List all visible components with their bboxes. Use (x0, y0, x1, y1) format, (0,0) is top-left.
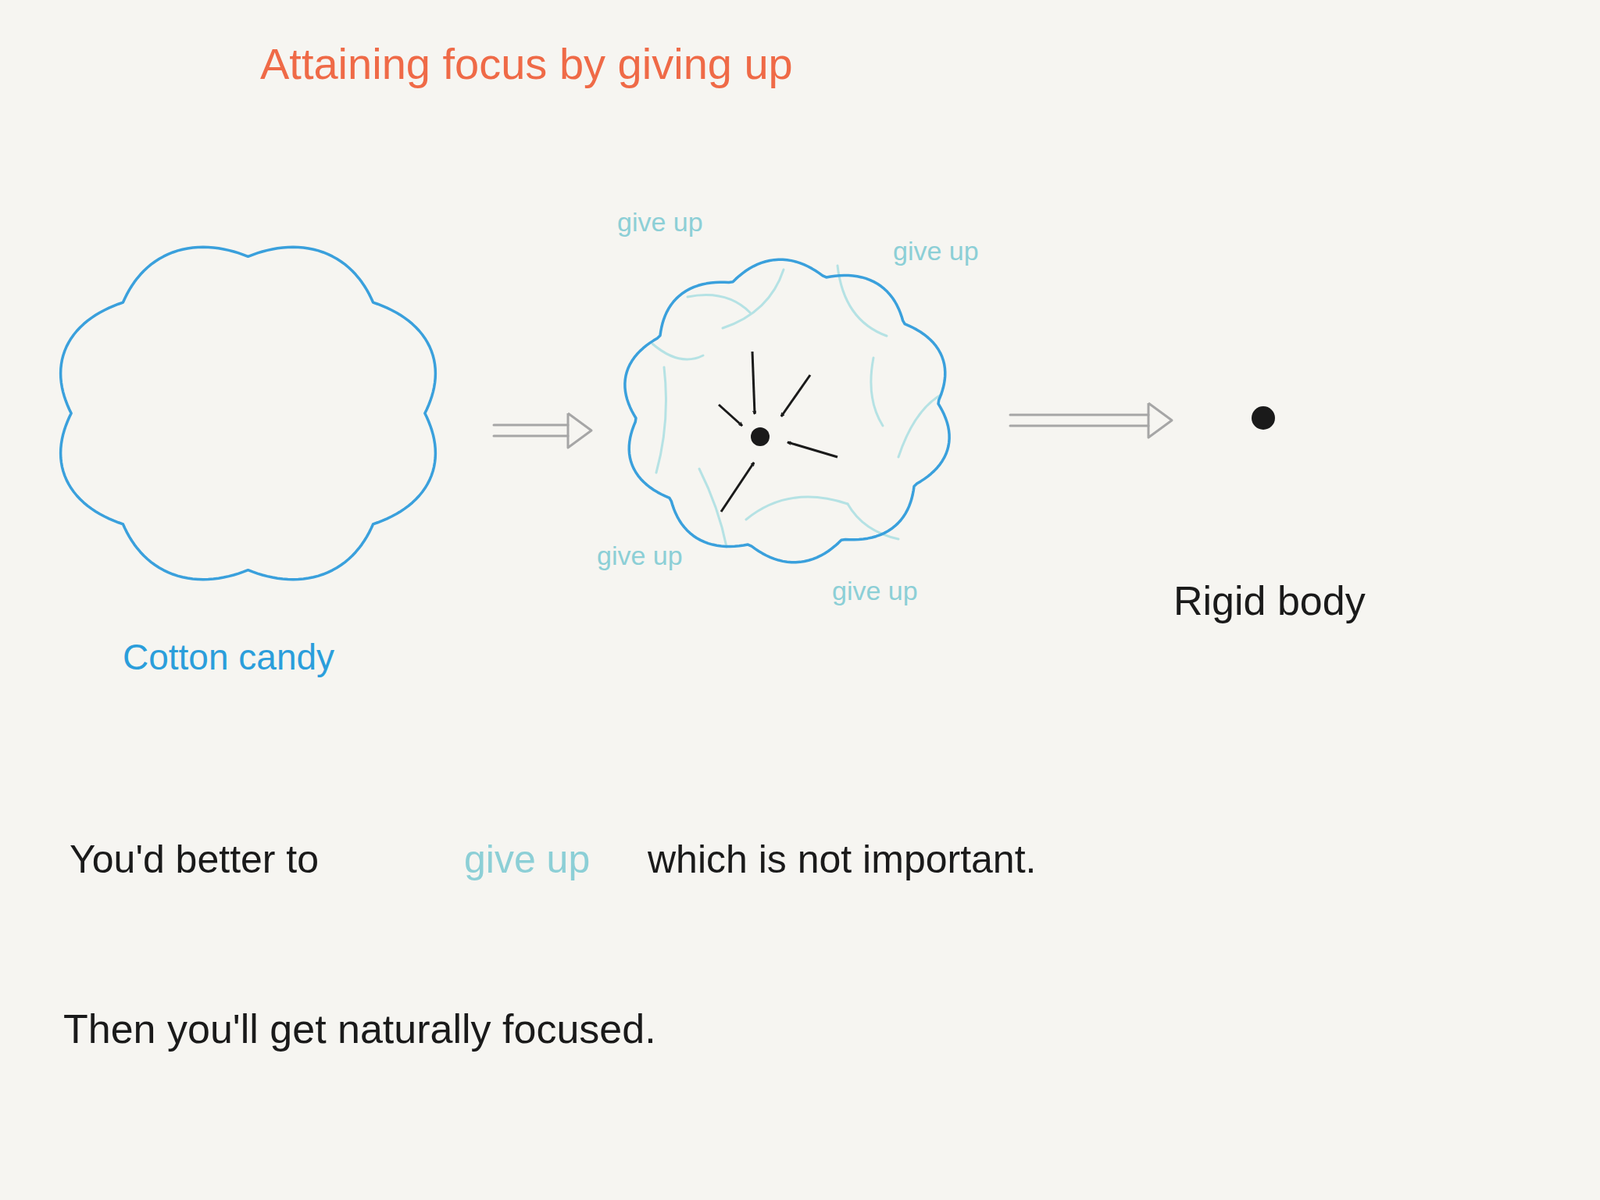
node-outline (1250, 404, 1277, 432)
arrow-shaft (1010, 425, 1149, 428)
fiber-line (871, 357, 883, 426)
fiber-line (687, 295, 750, 314)
title: Attaining focus by giving up (260, 39, 793, 90)
give-up-label: give up (617, 207, 704, 238)
dot (1251, 406, 1275, 430)
give-up-label: give up (596, 540, 683, 572)
arrow-head (567, 413, 592, 448)
blob-outline (60, 246, 436, 579)
focus-arrow (787, 442, 838, 458)
focus-arrow (721, 462, 754, 512)
node-outline (617, 255, 958, 567)
cotton-candy-blob: Cotton candy (49, 236, 447, 590)
focus-arrow (718, 404, 743, 426)
blob-outline (625, 259, 950, 563)
fiber-line (847, 503, 899, 540)
shrinking-blob: give upgive upgive upgive up (617, 255, 958, 567)
focus-dot (750, 427, 770, 447)
note-highlight: give up (464, 837, 590, 883)
fiber-line (898, 394, 942, 458)
give-up-label: give up (892, 235, 979, 267)
node-label: Cotton candy (122, 636, 335, 679)
node-outline (49, 236, 447, 590)
fiber-line (746, 496, 848, 520)
note-text: which is not important. (647, 837, 1036, 883)
arrow-head (1148, 403, 1172, 438)
arrow-shaft (493, 435, 568, 438)
fiber-line (652, 343, 704, 360)
arrow-shaft (1010, 414, 1149, 417)
note-text: You'd better to (69, 837, 319, 883)
double-arrow (1010, 403, 1172, 438)
rigid-body-dot: Rigid body (1250, 404, 1277, 432)
double-arrow (493, 413, 592, 448)
focus-arrow (781, 375, 811, 417)
fiber-line (656, 367, 666, 473)
note-text: Then you'll get naturally focused. (63, 1006, 657, 1054)
focus-arrows (718, 351, 838, 512)
focus-arrow (752, 351, 755, 415)
give-up-label: give up (832, 575, 918, 607)
arrow-shaft (493, 424, 568, 427)
node-label: Rigid body (1173, 578, 1366, 625)
